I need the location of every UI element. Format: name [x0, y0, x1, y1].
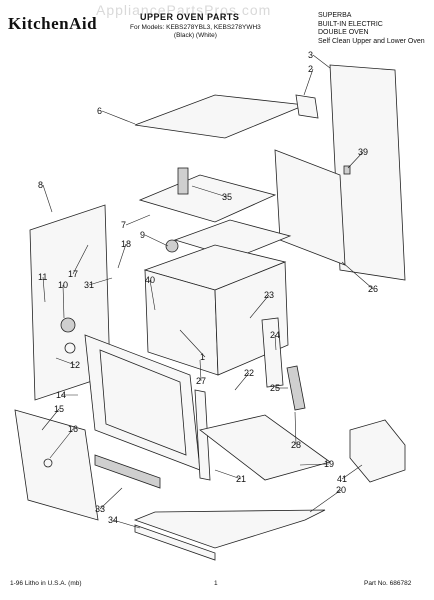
callout-number-23: 23 [264, 290, 274, 300]
callout-leader-6 [101, 110, 136, 125]
callout-number-34: 34 [108, 515, 118, 525]
callout-leader-28 [294, 411, 297, 446]
product-line-4: Self Clean Upper and Lower Oven [318, 37, 425, 45]
watermark: AppliancePartsPros.com [96, 2, 272, 18]
callout-leader-26 [341, 261, 374, 290]
callout-number-8: 8 [38, 180, 43, 190]
callout-number-25: 25 [270, 383, 280, 393]
callout-number-27: 27 [196, 376, 206, 386]
callout-leader-21 [214, 469, 242, 480]
callout-leader-10 [62, 284, 65, 319]
callout-number-12: 12 [70, 360, 80, 370]
callout-number-28: 28 [291, 440, 301, 450]
callout-number-3: 3 [308, 50, 313, 60]
callout-number-10: 10 [58, 280, 68, 290]
callout-number-39: 39 [358, 147, 368, 157]
product-line-1: SUPERBA [318, 12, 352, 19]
callout-number-14: 14 [56, 390, 66, 400]
footer-page-number: 1 [214, 580, 218, 587]
callout-number-19: 19 [324, 459, 334, 469]
model-list: For Models: KEBS278YBL3, KEBS278YWH3 (Bl… [130, 24, 261, 40]
callout-number-22: 22 [244, 368, 254, 378]
callout-number-17: 17 [68, 269, 78, 279]
side-trim [194, 389, 211, 481]
callout-leader-16 [49, 428, 74, 459]
callout-leader-17 [72, 244, 89, 275]
front-frame-opening [99, 349, 187, 456]
callout-number-2: 2 [308, 64, 313, 74]
vent-tube [177, 167, 189, 195]
door-hinge [286, 365, 306, 411]
callout-leader-24 [274, 334, 277, 351]
callout-leader-1 [179, 329, 206, 358]
callout-leader-34 [112, 519, 141, 529]
door-handle-knob [43, 458, 53, 468]
oven-door [14, 409, 99, 521]
callout-leader-33 [99, 487, 123, 510]
brand-logo: KitchenAid [8, 14, 98, 33]
bottom-rail [134, 524, 216, 561]
callout-number-6: 6 [97, 106, 102, 116]
callout-number-21: 21 [236, 474, 246, 484]
sensor [60, 317, 76, 333]
callout-leader-19 [299, 463, 330, 466]
thermostat-knob [165, 239, 179, 253]
callout-number-31: 31 [84, 280, 94, 290]
callout-number-9: 9 [140, 230, 145, 240]
models-line-2: (Black) (White) [173, 32, 217, 39]
footer-litho: 1-96 Litho in U.S.A. (mb) [10, 580, 82, 587]
vent-plate [138, 174, 277, 223]
bottom-plate [199, 414, 331, 481]
callout-number-1: 1 [200, 352, 205, 362]
callout-leader-39 [347, 151, 364, 169]
callout-leader-40 [149, 279, 156, 311]
side-panel-right [274, 149, 346, 266]
callout-number-18: 18 [121, 239, 131, 249]
trim-strip [94, 454, 161, 489]
callout-leader-12 [55, 357, 76, 366]
callout-leader-27 [199, 359, 202, 382]
callout-number-35: 35 [222, 192, 232, 202]
product-line-3: DOUBLE OVEN [318, 29, 369, 36]
callout-number-41: 41 [337, 474, 347, 484]
top-panel [134, 94, 306, 139]
models-line-1: For Models: KEBS278YBL3, KEBS278YWH3 [130, 24, 261, 31]
callout-number-24: 24 [270, 330, 280, 340]
callout-number-11: 11 [38, 272, 47, 282]
callout-number-16: 16 [68, 424, 78, 434]
callout-leader-23 [249, 294, 270, 319]
light-socket [64, 342, 76, 354]
callout-leader-8 [42, 184, 53, 213]
page-title: UPPER OVEN PARTS [140, 12, 240, 22]
callout-leader-2 [303, 68, 314, 96]
lower-trim [133, 509, 326, 549]
callout-number-15: 15 [54, 404, 64, 414]
callout-leader-35 [191, 185, 228, 198]
callout-leader-22 [234, 372, 250, 391]
callout-number-7: 7 [121, 220, 126, 230]
callout-leader-15 [41, 408, 60, 431]
callout-number-20: 20 [336, 485, 346, 495]
product-line-2: BUILT-IN ELECTRIC [318, 20, 383, 28]
callout-number-40: 40 [145, 275, 155, 285]
callout-leader-9 [144, 234, 169, 247]
callout-leader-20 [309, 489, 342, 513]
callout-leader-3 [312, 54, 331, 69]
footer-part-number: Part No. 686782 [364, 580, 412, 587]
callout-leader-31 [88, 277, 113, 286]
bracket [295, 94, 319, 119]
callout-number-26: 26 [368, 284, 378, 294]
duct-cover [349, 419, 406, 483]
product-description: SUPERBA BUILT-IN ELECTRIC DOUBLE OVEN Se… [318, 12, 425, 46]
callout-leader-41 [341, 464, 363, 480]
callout-number-33: 33 [95, 504, 105, 514]
callout-leader-11 [42, 276, 46, 303]
latch-bracket [261, 317, 284, 388]
clip-39 [343, 165, 351, 175]
callout-leader-7 [125, 214, 151, 226]
callout-leader-18 [117, 243, 127, 269]
